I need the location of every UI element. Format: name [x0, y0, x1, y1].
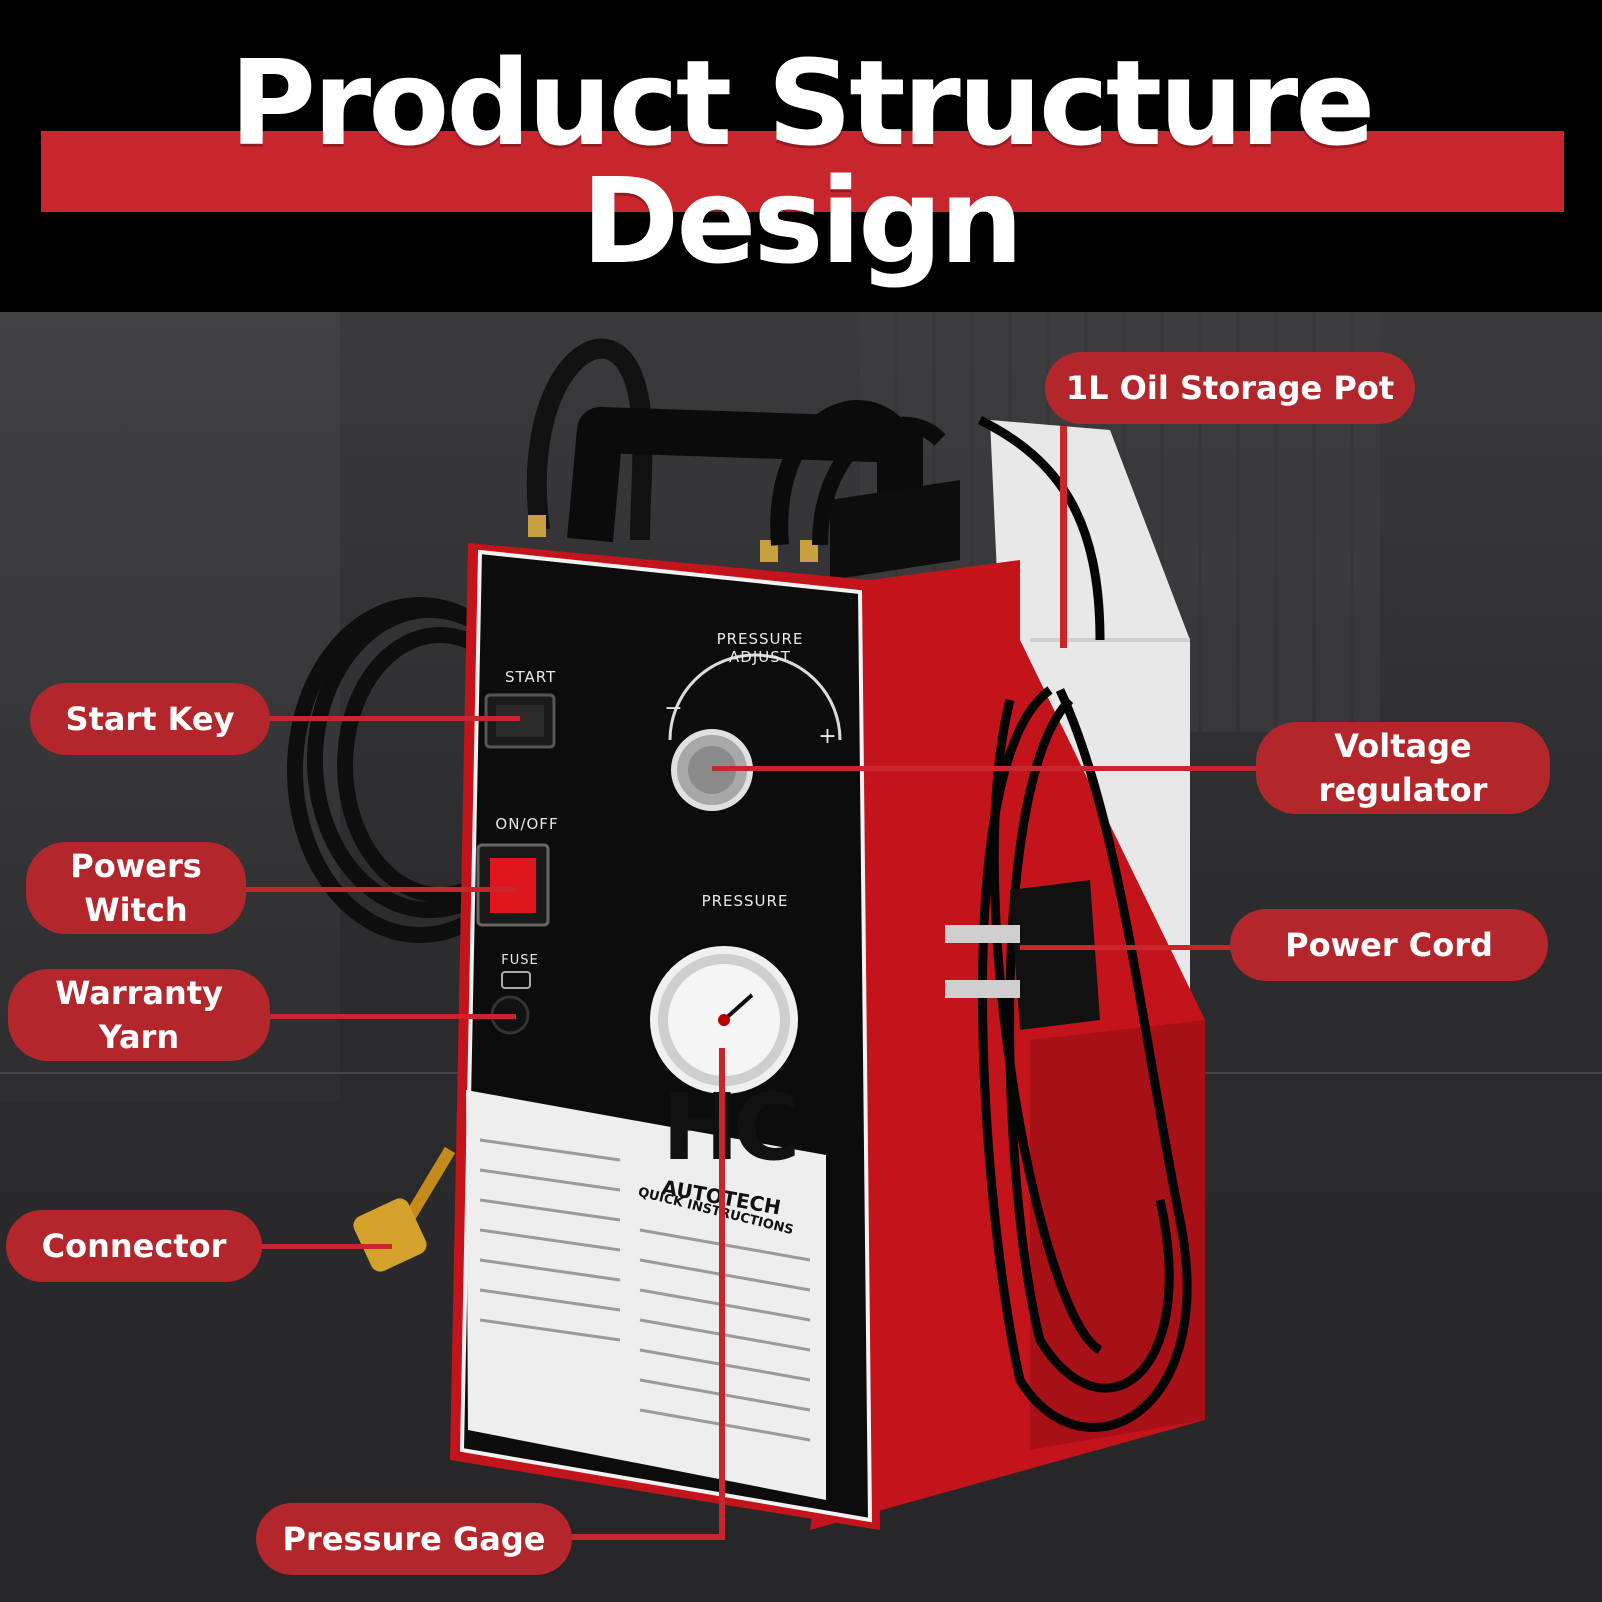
leader-oil-pot — [1060, 426, 1067, 648]
header-red-bar — [41, 131, 1564, 212]
label-connector: Connector — [6, 1210, 262, 1282]
label-pressure-gage: Pressure Gage — [256, 1503, 572, 1575]
leader-power-cord — [1020, 945, 1232, 950]
label-start-key: Start Key — [30, 683, 270, 755]
panel-pressure-adjust-text: PRESSURE ADJUST — [716, 630, 804, 666]
label-power-switch: Powers Witch — [26, 842, 246, 934]
panel-fuse-text: FUSE — [501, 953, 539, 968]
leader-start-key — [268, 716, 520, 721]
label-warranty-yarn: Warranty Yarn — [8, 969, 270, 1061]
fuse-holder — [501, 971, 531, 989]
label-power-cord: Power Cord — [1230, 909, 1548, 981]
label-oil-storage-pot: 1L Oil Storage Pot — [1045, 352, 1415, 424]
leader-power-switch — [244, 887, 516, 892]
label-voltage-regulator: Voltage regulator — [1256, 722, 1550, 814]
panel-pressure-text: PRESSURE — [701, 892, 789, 910]
panel-minus-text: − — [664, 696, 684, 721]
panel-onoff-text: ON/OFF — [495, 815, 559, 833]
leader-pressure-gage-vertical — [719, 1048, 725, 1540]
power-plug — [1010, 880, 1100, 1030]
brand-hc: HC — [662, 1074, 800, 1181]
leader-connector — [260, 1244, 392, 1249]
top-hose — [526, 338, 653, 541]
leader-voltage-regulator — [712, 766, 1258, 771]
top-cap — [830, 480, 960, 580]
page-title: Product Structure Design — [229, 34, 1376, 290]
panel-plus-text: + — [818, 724, 838, 749]
header-band: Product Structure Design — [0, 0, 1602, 312]
power-cord — [977, 415, 1192, 1432]
brass-connector — [353, 1146, 456, 1272]
leader-pressure-gage-horizontal — [570, 1534, 725, 1540]
panel-start-text: START — [505, 668, 557, 686]
leader-warranty-yarn — [268, 1014, 516, 1019]
